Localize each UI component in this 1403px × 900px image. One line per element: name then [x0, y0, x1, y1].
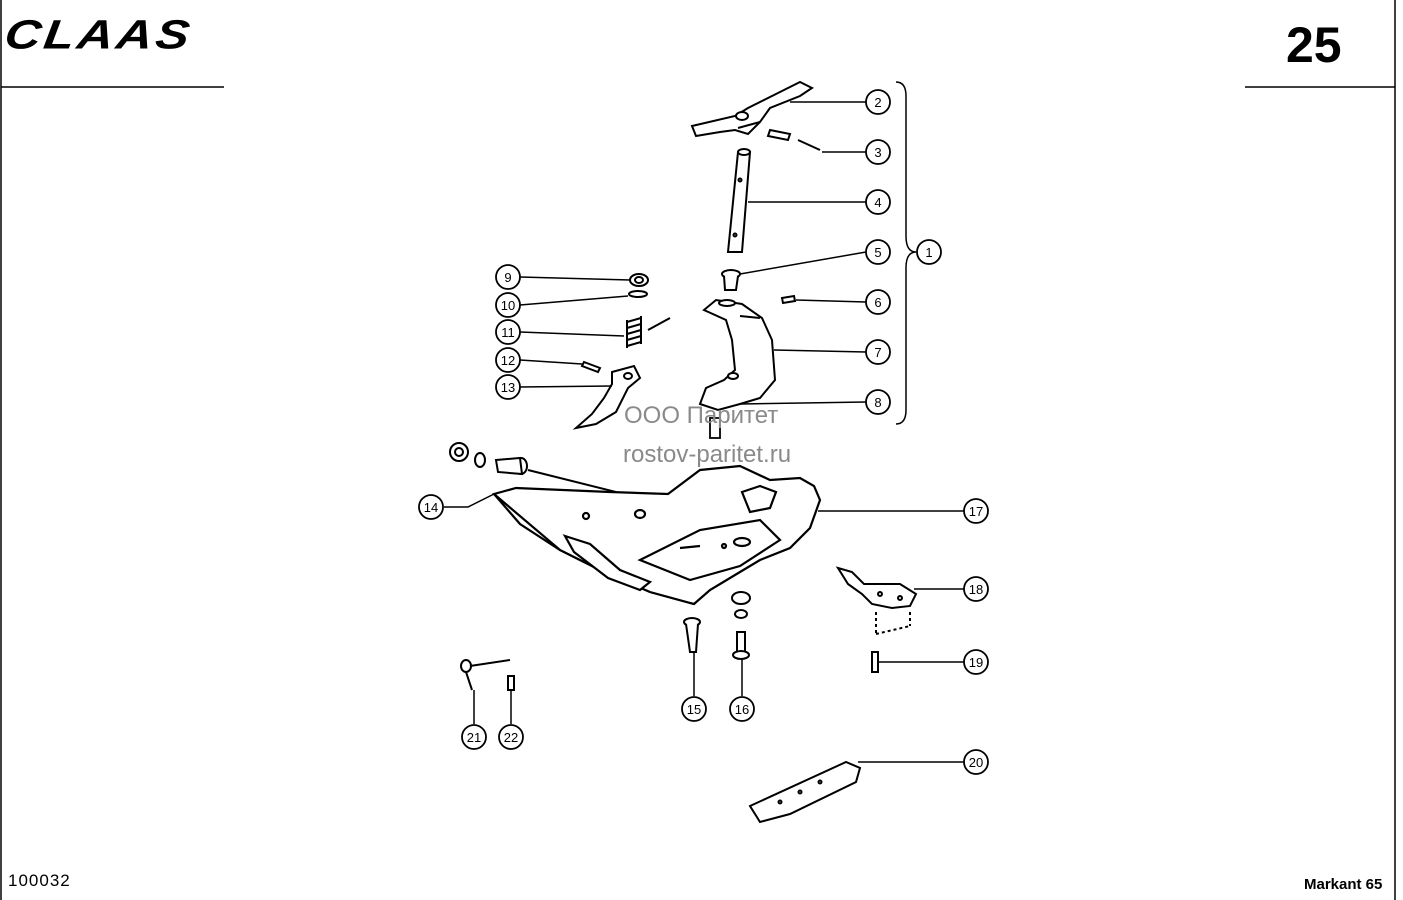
callout-12: 12: [501, 353, 515, 368]
callout-1: 1: [925, 245, 932, 260]
callout-14: 14: [424, 500, 438, 515]
part-22-pin: [507, 675, 515, 691]
brand-logo: CLAAS: [1, 11, 196, 58]
watermark-company: ООО Паритет: [624, 402, 779, 429]
watermark-website: rostov-paritet.ru: [623, 441, 792, 468]
part-2-fork-lever: [690, 80, 814, 138]
part-7-bracket: [698, 298, 777, 412]
callout-4: 4: [874, 195, 881, 210]
callout-13: 13: [501, 380, 515, 395]
callout-19: 19: [969, 655, 983, 670]
part-10-washer: [628, 290, 648, 298]
part-20-strip: [748, 760, 862, 824]
part-3-pin: [766, 128, 821, 151]
callout-7: 7: [874, 345, 881, 360]
document-code: 100032: [8, 871, 71, 890]
callout-15: 15: [687, 702, 701, 717]
callout-6: 6: [874, 295, 881, 310]
callout-2: 2: [874, 95, 881, 110]
part-8-bolt: [709, 417, 721, 439]
part-11-spring: [626, 316, 671, 348]
callout-5: 5: [874, 245, 881, 260]
part-4-shaft: [726, 148, 752, 253]
leader-lines: [444, 81, 964, 763]
part-21-spring-clip: [460, 659, 511, 691]
callout-10: 10: [501, 298, 515, 313]
part-5-bushing: [721, 269, 741, 291]
part-12-pin: [580, 360, 602, 374]
part-15-bolt: [683, 617, 701, 653]
part-6-small-pin: [780, 294, 797, 305]
callout-11: 11: [501, 325, 515, 340]
callout-circles: [418, 89, 989, 775]
page-number: 25: [1286, 17, 1342, 73]
part-17-housing: [492, 464, 822, 606]
part-13-lever: [572, 364, 642, 430]
part-18-plate: [835, 566, 918, 635]
callout-21: 21: [467, 730, 481, 745]
callout-3: 3: [874, 145, 881, 160]
callout-18: 18: [969, 582, 983, 597]
model-name: Markant 65: [1304, 876, 1383, 893]
part-9-nut: [629, 273, 649, 287]
callout-16: 16: [735, 702, 749, 717]
part-16-bolt-nut: [731, 591, 751, 660]
callout-17: 17: [969, 504, 983, 519]
callout-8: 8: [874, 395, 881, 410]
callout-9: 9: [504, 270, 511, 285]
part-19-stud: [871, 651, 879, 673]
callout-labels: 1 2 3 4 5 6 7 8 9 10 11 12 13 14 15 16 1…: [424, 95, 983, 770]
callout-22: 22: [504, 730, 518, 745]
callout-20: 20: [969, 755, 983, 770]
